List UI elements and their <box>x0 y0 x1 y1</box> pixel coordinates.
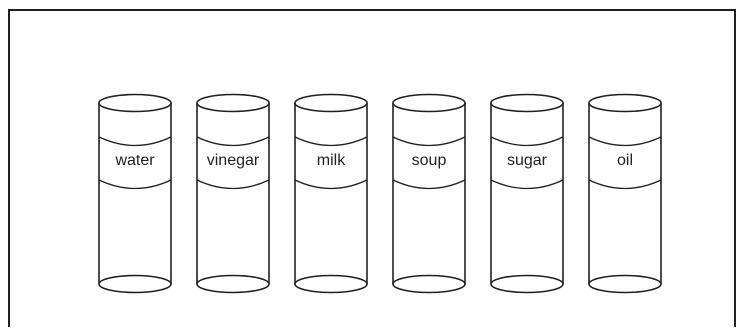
container-base <box>98 274 172 294</box>
container-top-rim <box>392 93 466 113</box>
container-top-rim <box>490 93 564 113</box>
container-base <box>196 274 270 294</box>
container-label: oil <box>617 152 633 169</box>
label-band-top <box>490 136 564 147</box>
container-base <box>490 274 564 294</box>
label-band-top <box>392 136 466 147</box>
container-sugar: sugar <box>490 93 564 294</box>
container-label: water <box>114 152 155 169</box>
label-band-top <box>588 136 662 147</box>
container-milk: milk <box>294 93 368 294</box>
label-band-top <box>196 136 270 147</box>
label-band-top <box>98 136 172 147</box>
label-band-bottom <box>588 179 662 190</box>
container-top-rim <box>196 93 270 113</box>
container-top-rim <box>588 93 662 113</box>
container-label: milk <box>317 152 346 169</box>
containers-group: water vinegar milk soup sugar oil <box>98 93 662 294</box>
container-top-rim <box>98 93 172 113</box>
container-vinegar: vinegar <box>196 93 270 294</box>
container-label: soup <box>412 152 447 169</box>
container-soup: soup <box>392 93 466 294</box>
label-band-bottom <box>294 179 368 190</box>
container-label: vinegar <box>207 152 260 169</box>
label-band-top <box>294 136 368 147</box>
frame-border <box>8 9 736 327</box>
container-base <box>294 274 368 294</box>
container-water: water <box>98 93 172 294</box>
container-label: sugar <box>507 152 548 169</box>
label-band-bottom <box>196 179 270 190</box>
container-base <box>588 274 662 294</box>
label-band-bottom <box>490 179 564 190</box>
label-band-bottom <box>392 179 466 190</box>
container-top-rim <box>294 93 368 113</box>
container-base <box>392 274 466 294</box>
label-band-bottom <box>98 179 172 190</box>
container-oil: oil <box>588 93 662 294</box>
